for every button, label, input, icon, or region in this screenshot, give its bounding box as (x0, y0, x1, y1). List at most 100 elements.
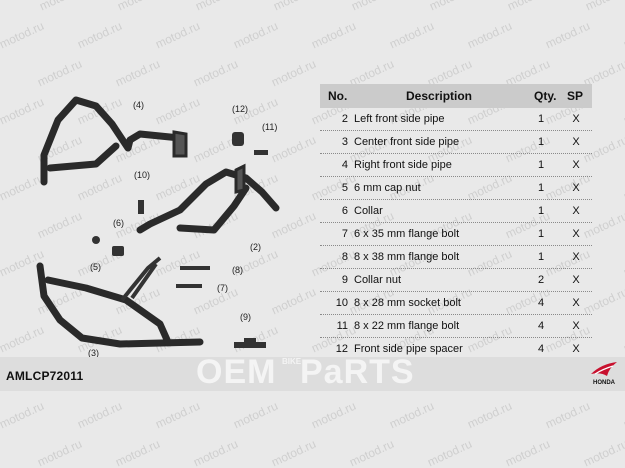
part-sp: X (572, 251, 580, 263)
watermark-text: motod.ru (309, 398, 359, 432)
oem-watermark-left: OEM (196, 353, 277, 391)
cap-nut-5 (92, 236, 100, 244)
watermark-text: motod.ru (269, 436, 319, 468)
part-qty: 1 (537, 228, 545, 240)
oem-watermark-right: PaRTS (300, 353, 415, 391)
part-description: Front side pipe spacer (354, 343, 463, 355)
watermark-text: motod.ru (35, 436, 85, 468)
footer-bar: AMLCP72011 OEM BIKE PaRTS HONDA (0, 353, 625, 391)
watermark-text: motod.ru (0, 398, 47, 432)
watermark-text: motod.ru (621, 170, 625, 204)
flange-bolt-8 (180, 266, 210, 270)
watermark-text: motod.ru (153, 398, 203, 432)
watermark-text: motod.ru (0, 0, 8, 13)
part-sp: X (572, 159, 580, 171)
watermark-text: motod.ru (37, 0, 86, 13)
watermark-text: motod.ru (427, 0, 476, 13)
part-number: 11 (336, 320, 348, 332)
part-sp: X (572, 182, 580, 194)
part-number: 10 (335, 297, 348, 309)
right-front-side-pipe (40, 96, 184, 186)
watermark-text: motod.ru (425, 436, 475, 468)
watermark-text: motod.ru (621, 398, 625, 432)
left-front-side-pipe (136, 168, 280, 234)
watermark-text: motod.ru (621, 322, 625, 356)
oem-watermark-middle: BIKE (282, 357, 302, 366)
watermark-text: motod.ru (621, 246, 625, 280)
part-description: Collar nut (354, 274, 402, 286)
part-sp: X (572, 297, 580, 309)
center-front-side-pipe (36, 262, 204, 348)
oem-watermark: OEM BIKE PaRTS (196, 351, 430, 391)
watermark-text: motod.ru (387, 18, 437, 52)
part-qty: 1 (537, 136, 545, 148)
flange-bolt-7 (176, 284, 202, 288)
header-no: No. (328, 89, 348, 103)
callout-3: (3) (88, 348, 99, 358)
header-qty: Qty. (534, 89, 557, 103)
watermark-text: motod.ru (113, 436, 163, 468)
part-qty: 1 (537, 182, 545, 194)
part-number: 5 (341, 182, 348, 194)
part-sp: X (572, 343, 580, 355)
watermark-text: motod.ru (347, 436, 397, 468)
part-qty: 1 (537, 159, 545, 171)
part-qty: 1 (537, 113, 545, 125)
watermark-text: motod.ru (465, 18, 515, 52)
part-number: 8 (341, 251, 348, 263)
pipes-illustration (36, 96, 280, 348)
watermark-text: motod.ru (231, 398, 281, 432)
left-front-side-pipe-inner (176, 184, 250, 234)
part-number: 3 (341, 136, 348, 148)
honda-logo: HONDA (589, 360, 619, 388)
part-code: AMLCP72011 (6, 369, 84, 383)
part-description: Collar (354, 205, 383, 217)
table-header: No. Description Qty. SP (320, 84, 592, 108)
part-sp: X (572, 274, 580, 286)
part-qty: 4 (537, 320, 545, 332)
watermark-text: motod.ru (309, 18, 359, 52)
watermark-text: motod.ru (505, 0, 554, 13)
watermark-text: motod.ru (193, 0, 242, 13)
part-number: 6 (341, 205, 348, 217)
header-description: Description (406, 89, 473, 103)
part-sp: X (572, 228, 580, 240)
socket-bolt-10 (138, 200, 144, 214)
honda-logo-text: HONDA (593, 380, 615, 386)
part-description: 8 x 22 mm flange bolt (354, 320, 460, 332)
part-number: 7 (341, 228, 348, 240)
watermark-text: motod.ru (581, 436, 625, 468)
part-sp: X (572, 320, 580, 332)
watermark-text: motod.ru (191, 436, 241, 468)
callout-2: (2) (250, 242, 261, 252)
part-qty: 1 (537, 205, 545, 217)
part-description: Right front side pipe (354, 159, 452, 171)
callout-8: (8) (232, 265, 243, 275)
watermark-text: motod.ru (583, 0, 625, 13)
header-sp: SP (567, 89, 584, 103)
front-side-pipe-spacer-12 (232, 132, 244, 146)
callout-10: (10) (134, 170, 151, 180)
watermark-text: motod.ru (153, 18, 203, 52)
watermark-text: motod.ru (115, 0, 164, 13)
watermark-text: motod.ru (503, 436, 553, 468)
part-description: Center front side pipe (354, 136, 460, 148)
watermark-text: motod.ru (75, 398, 125, 432)
parts-diagram: (4) (12) (11) (10) (6) (5) (2) (8) (7) (… (0, 60, 320, 365)
table-row: 3 Center front side pipe 1 X (320, 131, 592, 154)
callout-9: (9) (240, 312, 251, 322)
part-qty: 2 (537, 274, 545, 286)
part-qty: 4 (537, 343, 545, 355)
part-sp: X (572, 136, 580, 148)
watermark-text: motod.ru (0, 18, 47, 52)
